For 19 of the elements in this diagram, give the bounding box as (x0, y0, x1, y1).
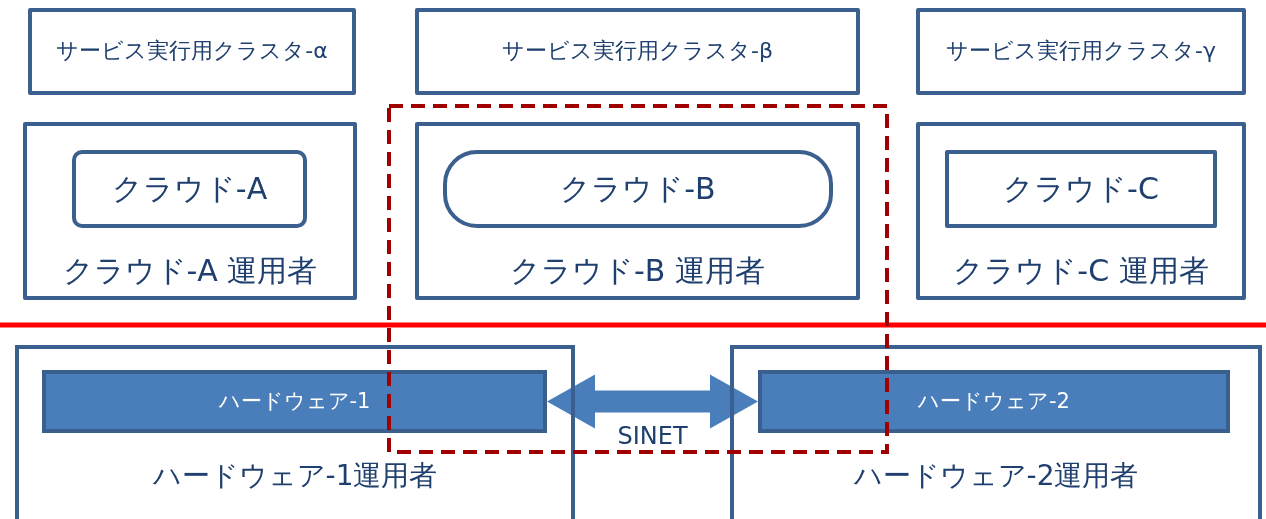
box-label: クラウド-C 運用者 (952, 252, 1210, 290)
box-label: ハードウェア-1運用者 (151, 458, 439, 495)
box-label: ハードウェア-2運用者 (852, 458, 1140, 495)
operator-box (15, 345, 575, 519)
cloud-box: クラウド-A (72, 150, 307, 228)
operator-box (415, 122, 860, 300)
hardware-bar: ハードウェア-1 (42, 370, 547, 433)
operator-box (916, 122, 1246, 300)
operator-box (23, 122, 357, 300)
box-label: クラウド-A 運用者 (61, 252, 319, 290)
cloud-box: クラウド-B (443, 150, 833, 228)
cluster-box: サービス実行用クラスタ-β (415, 8, 860, 95)
box-label: クラウド-B 運用者 (509, 252, 766, 290)
double-arrow (547, 374, 758, 429)
cluster-box: サービス実行用クラスタ-γ (916, 8, 1246, 95)
cluster-box: サービス実行用クラスタ-α (28, 8, 356, 95)
cloud-box: クラウド-C (945, 150, 1217, 228)
hardware-bar: ハードウェア-2 (758, 370, 1230, 433)
operator-box (730, 345, 1262, 519)
